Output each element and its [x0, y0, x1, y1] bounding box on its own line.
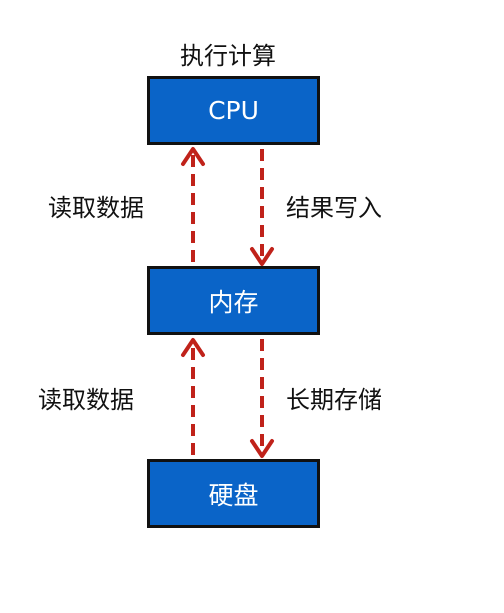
disk-to-memory-arrow	[181, 338, 205, 455]
memory-box: 内存	[147, 266, 320, 335]
memory-to-disk-label: 长期存储	[286, 386, 382, 414]
memory-to-disk-arrow	[250, 339, 274, 458]
cpu-to-memory-label: 结果写入	[286, 194, 382, 222]
memory-label: 内存	[208, 287, 259, 317]
disk-label: 硬盘	[208, 480, 259, 510]
disk-to-memory-label: 读取数据	[38, 386, 134, 414]
memory-to-cpu-label: 读取数据	[48, 194, 144, 222]
cpu-label: CPU	[208, 96, 259, 125]
cpu-to-memory-arrow	[250, 149, 274, 266]
memory-to-cpu-arrow	[181, 147, 205, 262]
cpu-box: CPU	[147, 76, 320, 145]
cpu-caption: 执行计算	[180, 42, 276, 70]
disk-box: 硬盘	[147, 459, 320, 528]
